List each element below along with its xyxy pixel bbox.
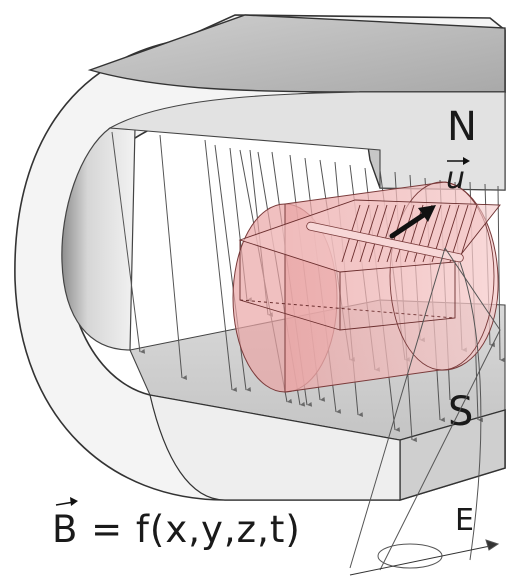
slab-hatch-line bbox=[359, 204, 379, 263]
velocity-label: u bbox=[446, 157, 470, 196]
slab-hatch-line bbox=[377, 204, 397, 263]
field-arrow-icon bbox=[159, 134, 187, 380]
slab-hatch-line bbox=[395, 204, 415, 263]
field-formula: B = f(x,y,z,t) bbox=[52, 508, 301, 551]
south-label: S bbox=[448, 389, 473, 435]
emf-label: E bbox=[455, 503, 474, 538]
slab-hatch-line bbox=[368, 204, 388, 263]
velocity-arrow-icon bbox=[389, 205, 436, 239]
emf-probe bbox=[349, 247, 501, 576]
svg-text:u: u bbox=[446, 161, 465, 196]
slab-hatch-line bbox=[458, 204, 478, 263]
magnet-inner-cavity bbox=[61, 127, 136, 351]
vector-arrow-icon bbox=[55, 497, 78, 506]
magnet-top-face bbox=[87, 14, 506, 93]
upper-arm-underside bbox=[108, 91, 506, 191]
north-label: N bbox=[447, 104, 477, 150]
conductor-rod bbox=[306, 221, 464, 263]
lower-arm-front bbox=[149, 394, 401, 501]
field-arrow-icon bbox=[204, 139, 238, 392]
field-arrow-icon bbox=[111, 131, 146, 354]
